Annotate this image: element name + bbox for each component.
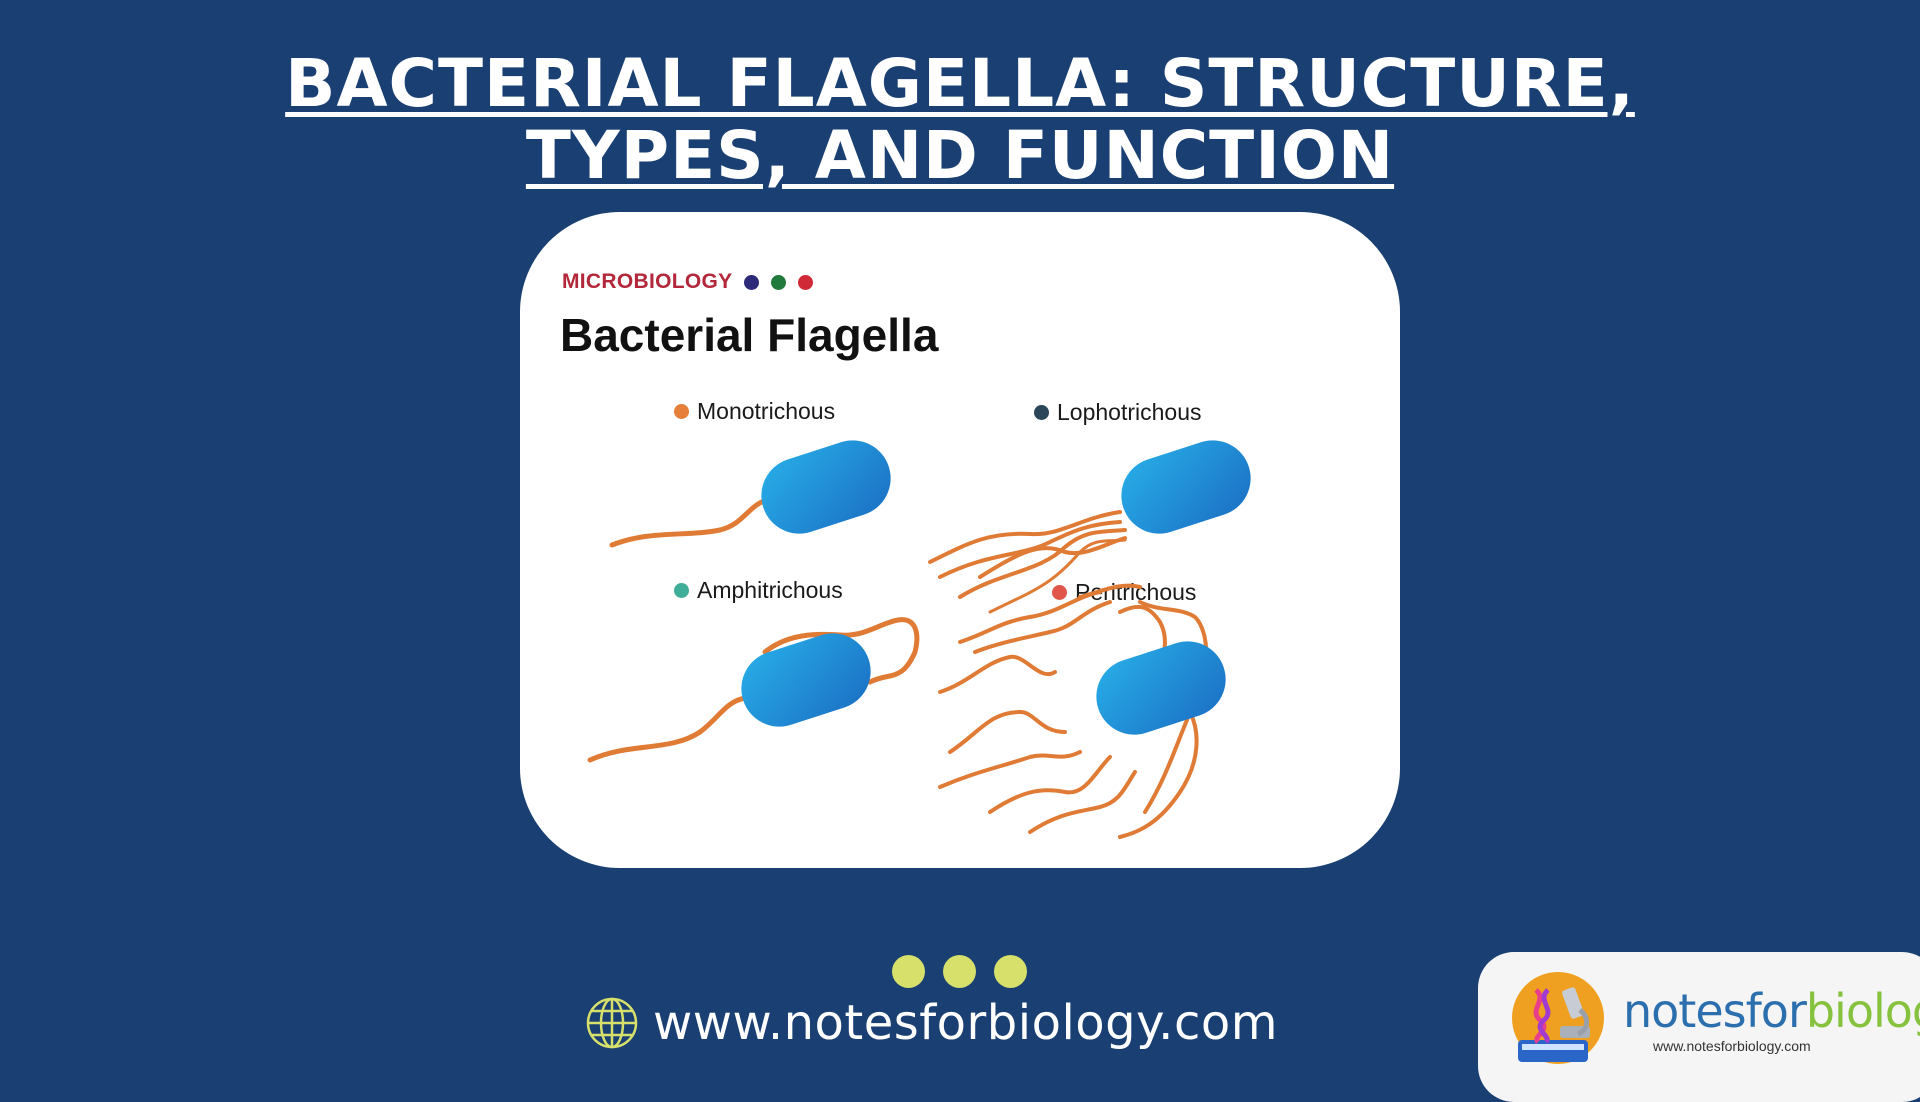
dot-indigo-icon (744, 274, 760, 290)
footer-dots (892, 955, 1027, 988)
dot-green-icon (771, 274, 787, 290)
flagella-illustration (587, 440, 1251, 839)
dot-icon (943, 955, 976, 988)
label-lophotrichous: Lophotrichous (1034, 399, 1202, 426)
website-link[interactable]: www.notesforbiology.com (585, 995, 1278, 1051)
website-url[interactable]: www.notesforbiology.com (653, 995, 1278, 1051)
page-title: BACTERIAL FLAGELLA: STRUCTURE, TYPES, AN… (0, 48, 1920, 192)
bullet-icon (674, 583, 689, 598)
bullet-icon (1052, 585, 1067, 600)
logo-wordmark: notesforbiology (1623, 984, 1920, 1038)
bullet-icon (1034, 405, 1049, 420)
category-label: MICROBIOLOGY (562, 270, 733, 293)
logo-emblem-icon (1512, 972, 1604, 1064)
label-amphitrichous: Amphitrichous (674, 577, 843, 604)
title-line-2: TYPES, AND FUNCTION (525, 117, 1395, 194)
bullet-icon (674, 404, 689, 419)
label-monotrichous: Monotrichous (674, 398, 835, 425)
globe-icon (586, 997, 638, 1049)
title-line-1: BACTERIAL FLAGELLA: STRUCTURE, (285, 45, 1635, 122)
dot-red-icon (798, 274, 814, 290)
illustration-card: MICROBIOLOGY Bacterial Flagella Monotric… (520, 212, 1400, 868)
logo-url: www.notesforbiology.com (1653, 1038, 1811, 1054)
dot-icon (994, 955, 1027, 988)
brand-logo: notesforbiology www.notesforbiology.com (1478, 952, 1920, 1102)
dot-icon (892, 955, 925, 988)
card-heading: Bacterial Flagella (560, 309, 939, 361)
category-eyebrow: MICROBIOLOGY (562, 270, 814, 294)
